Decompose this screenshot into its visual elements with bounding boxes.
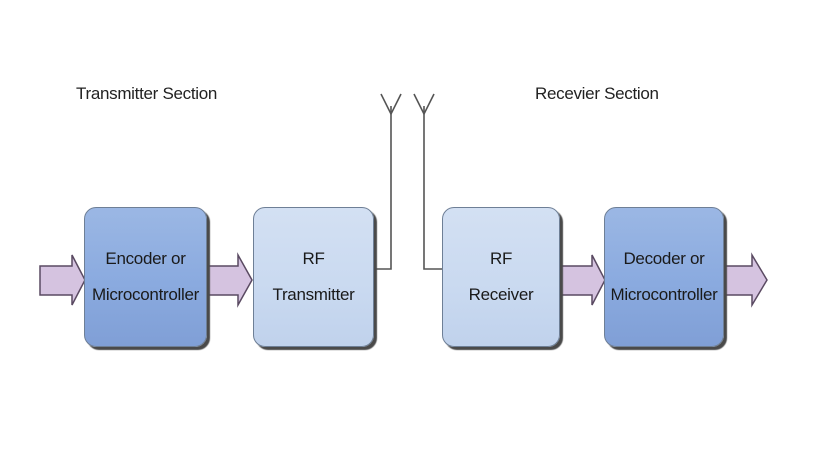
encoder-block: Encoder or Microcontroller (84, 207, 207, 347)
receiver-antenna-icon (413, 93, 435, 116)
decoder-block: Decoder or Microcontroller (604, 207, 724, 347)
transmitter-label-line2: Transmitter (272, 285, 355, 304)
receiver-label-line1: RF (489, 249, 513, 268)
encoder-to-transmitter-arrow (204, 252, 253, 308)
receiver-label-line2: Receiver (468, 285, 534, 304)
receiver-section-title: Recevier Section (535, 84, 659, 103)
decoder-label-line2: Microcontroller (610, 285, 718, 304)
encoder-label-line1: Encoder or (105, 249, 186, 268)
rf-transmitter-block: RF Transmitter (253, 207, 374, 347)
rf-receiver-block: RF Receiver (442, 207, 560, 347)
input-arrow (39, 254, 86, 306)
receiver-antenna-wire (423, 106, 442, 270)
output-arrow (721, 252, 768, 308)
encoder-label-line2: Microcontroller (92, 285, 199, 304)
transmitter-antenna-icon (380, 93, 402, 116)
receiver-to-decoder-arrow (557, 254, 606, 306)
transmitter-antenna-wire (372, 106, 392, 270)
transmitter-label-line1: RF (302, 249, 325, 268)
decoder-label-line1: Decoder or (623, 249, 705, 268)
transmitter-section-title: Transmitter Section (76, 84, 218, 103)
